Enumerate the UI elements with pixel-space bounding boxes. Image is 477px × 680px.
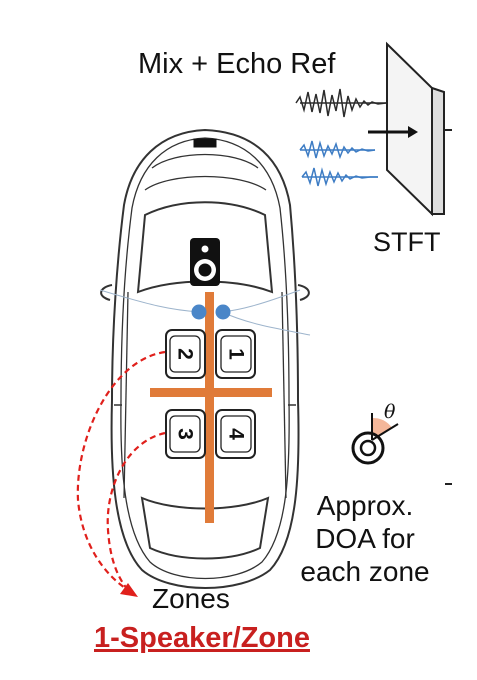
stft-block (386, 41, 452, 485)
zone-divider-cross (150, 292, 272, 523)
seat-zone-2 (165, 329, 206, 379)
zone-number-4: 4 (225, 428, 248, 440)
mic-left-icon (191, 304, 207, 320)
echo-waveform-2 (301, 167, 378, 187)
stft-label: STFT (373, 227, 441, 257)
zone-number-3: 3 (174, 428, 197, 440)
seat-zone-1 (215, 329, 256, 379)
speaker-per-zone-label: 1-Speaker/Zone (94, 622, 310, 654)
seat-zone-4 (215, 409, 256, 459)
zone-arrow-head (120, 583, 138, 597)
zones-label: Zones (152, 583, 230, 614)
car-top-view (100, 128, 310, 589)
echo-waveform-1 (299, 140, 376, 160)
zone-arrows (76, 350, 166, 591)
stft-input-arrow (368, 126, 418, 138)
mix-waveform (295, 88, 387, 118)
mic-right-icon (215, 304, 231, 320)
doa-icon: θ (351, 401, 399, 465)
zone-number-1: 1 (225, 348, 248, 360)
zone-number-2: 2 (174, 348, 197, 360)
loudspeaker-icon (190, 238, 220, 286)
seat-zone-3 (165, 409, 206, 459)
doa-label: Approx. DOA for each zone (300, 490, 430, 587)
mix-echo-ref-label: Mix + Echo Ref (138, 48, 336, 80)
theta-label: θ (384, 401, 396, 423)
front-sensor (193, 138, 217, 148)
